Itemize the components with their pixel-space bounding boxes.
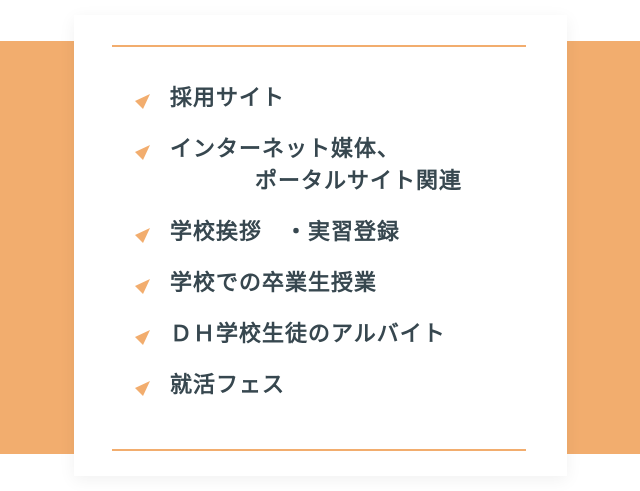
list-item: ＤＨ学校生徒のアルバイト: [132, 319, 552, 351]
list-item-label: 就活フェス: [170, 373, 286, 398]
item-list: 採用サイト インターネット媒体、 ポータルサイト関連 学校挨拶 ・実習登録 学校…: [132, 83, 552, 421]
list-item-label: 学校挨拶 ・実習登録: [170, 220, 401, 245]
list-item-label: 採用サイト: [170, 86, 286, 111]
bottom-divider: [112, 449, 526, 451]
top-divider: [112, 45, 526, 47]
list-item: インターネット媒体、 ポータルサイト関連: [132, 134, 552, 198]
list-item-label: インターネット媒体、: [170, 137, 401, 162]
triangle-bullet-icon: [135, 94, 150, 109]
triangle-bullet-icon: [135, 330, 150, 345]
list-item-label: 学校での卒業生授業: [170, 271, 378, 296]
triangle-bullet-icon: [135, 279, 150, 294]
triangle-bullet-icon: [135, 381, 150, 396]
content-card: 採用サイト インターネット媒体、 ポータルサイト関連 学校挨拶 ・実習登録 学校…: [74, 15, 567, 476]
triangle-bullet-icon: [135, 228, 150, 243]
list-item: 就活フェス: [132, 370, 552, 402]
list-item: 学校挨拶 ・実習登録: [132, 217, 552, 249]
triangle-bullet-icon: [135, 145, 150, 160]
list-item-label-line2: ポータルサイト関連: [255, 169, 463, 194]
list-item-label: ＤＨ学校生徒のアルバイト: [170, 322, 446, 347]
list-item: 採用サイト: [132, 83, 552, 115]
list-item: 学校での卒業生授業: [132, 268, 552, 300]
